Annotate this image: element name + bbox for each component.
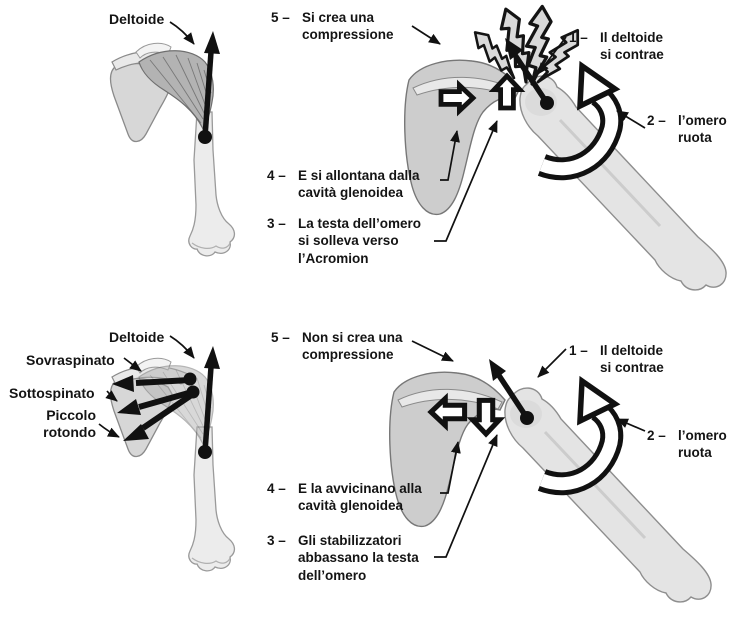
step5-pointer-arrow <box>411 340 454 362</box>
step-text: Il deltoide si contrae <box>600 343 664 376</box>
step-text: Si crea una compressione <box>302 10 394 43</box>
step-number: 4 – <box>267 481 286 496</box>
sovraspinato-pointer-arrow <box>123 357 142 372</box>
deltoid-force-arrow <box>489 359 534 425</box>
step4-pointer-arrow <box>440 441 461 494</box>
annotation-step2-bottom: 2 – l’omero ruota <box>647 427 727 462</box>
deltoide-pointer-arrow <box>169 335 195 359</box>
step2-pointer-arrow <box>616 110 646 129</box>
piccolo-rotondo-pointer-arrow <box>98 423 120 438</box>
annotation-step4-top: 4 – E si allontana dalla cavità glenoide… <box>267 167 420 202</box>
step-text: Il deltoide si contrae <box>600 30 664 63</box>
annotation-step1-top: 1 – Il deltoide si contrae <box>569 29 664 64</box>
annotation-step5-top: 5 – Si crea una compressione <box>271 9 394 44</box>
top-right-figure <box>403 4 728 292</box>
step-text: E si allontana dalla cavità glenoidea <box>298 168 420 201</box>
label-sottospinato: Sottospinato <box>9 385 95 401</box>
bottom-right-figure <box>388 340 713 604</box>
step-text: l’omero ruota <box>678 428 727 461</box>
deltoide-pointer-arrow <box>169 21 195 45</box>
label-piccolo-rotondo: Piccolo rotondo <box>43 407 96 440</box>
step1-pointer-arrow <box>537 36 567 75</box>
step-number: 2 – <box>647 428 666 443</box>
annotation-step5-bottom: 5 – Non si crea una compressione <box>271 329 403 364</box>
step-text: E la avvicinano alla cavità glenoidea <box>298 481 422 514</box>
annotation-step1-bottom: 1 – Il deltoide si contrae <box>569 342 664 377</box>
step-number: 5 – <box>271 330 290 345</box>
step-text: l’omero ruota <box>678 113 727 146</box>
step-text: Gli stabilizzatori abbassano la testa de… <box>298 533 419 583</box>
step-number: 2 – <box>647 113 666 128</box>
annotation-step4-bottom: 4 – E la avvicinano alla cavità glenoide… <box>267 480 422 515</box>
deltoid-force-arrow <box>505 38 554 110</box>
top-left-figure <box>109 21 236 257</box>
rotator-cuff-force-arrows <box>112 372 200 441</box>
step-number: 1 – <box>569 30 588 45</box>
step-number: 3 – <box>267 533 286 548</box>
annotation-step2-top: 2 – l’omero ruota <box>647 112 727 147</box>
step5-pointer-arrow <box>411 25 441 45</box>
step-number: 5 – <box>271 10 290 25</box>
step-number: 1 – <box>569 343 588 358</box>
step1-pointer-arrow <box>537 348 567 378</box>
step-number: 3 – <box>267 216 286 231</box>
step3-pointer-arrow <box>434 120 498 242</box>
annotation-step3-bottom: 3 – Gli stabilizzatori abbassano la test… <box>267 532 419 584</box>
step2-pointer-arrow <box>616 418 646 432</box>
label-sovraspinato: Sovraspinato <box>26 352 115 368</box>
bottom-left-figure <box>98 335 236 572</box>
annotation-step3-top: 3 – La testa dell’omero si solleva verso… <box>267 215 421 267</box>
step-text: La testa dell’omero si solleva verso l’A… <box>298 216 422 266</box>
label-deltoide-bottom: Deltoide <box>109 329 165 345</box>
label-deltoide-top: Deltoide <box>109 11 165 27</box>
sottospinato-pointer-arrow <box>105 390 118 402</box>
step-text: Non si crea una compressione <box>302 330 403 363</box>
step4-pointer-arrow <box>440 130 460 181</box>
step3-pointer-arrow <box>434 434 498 558</box>
step-number: 4 – <box>267 168 286 183</box>
